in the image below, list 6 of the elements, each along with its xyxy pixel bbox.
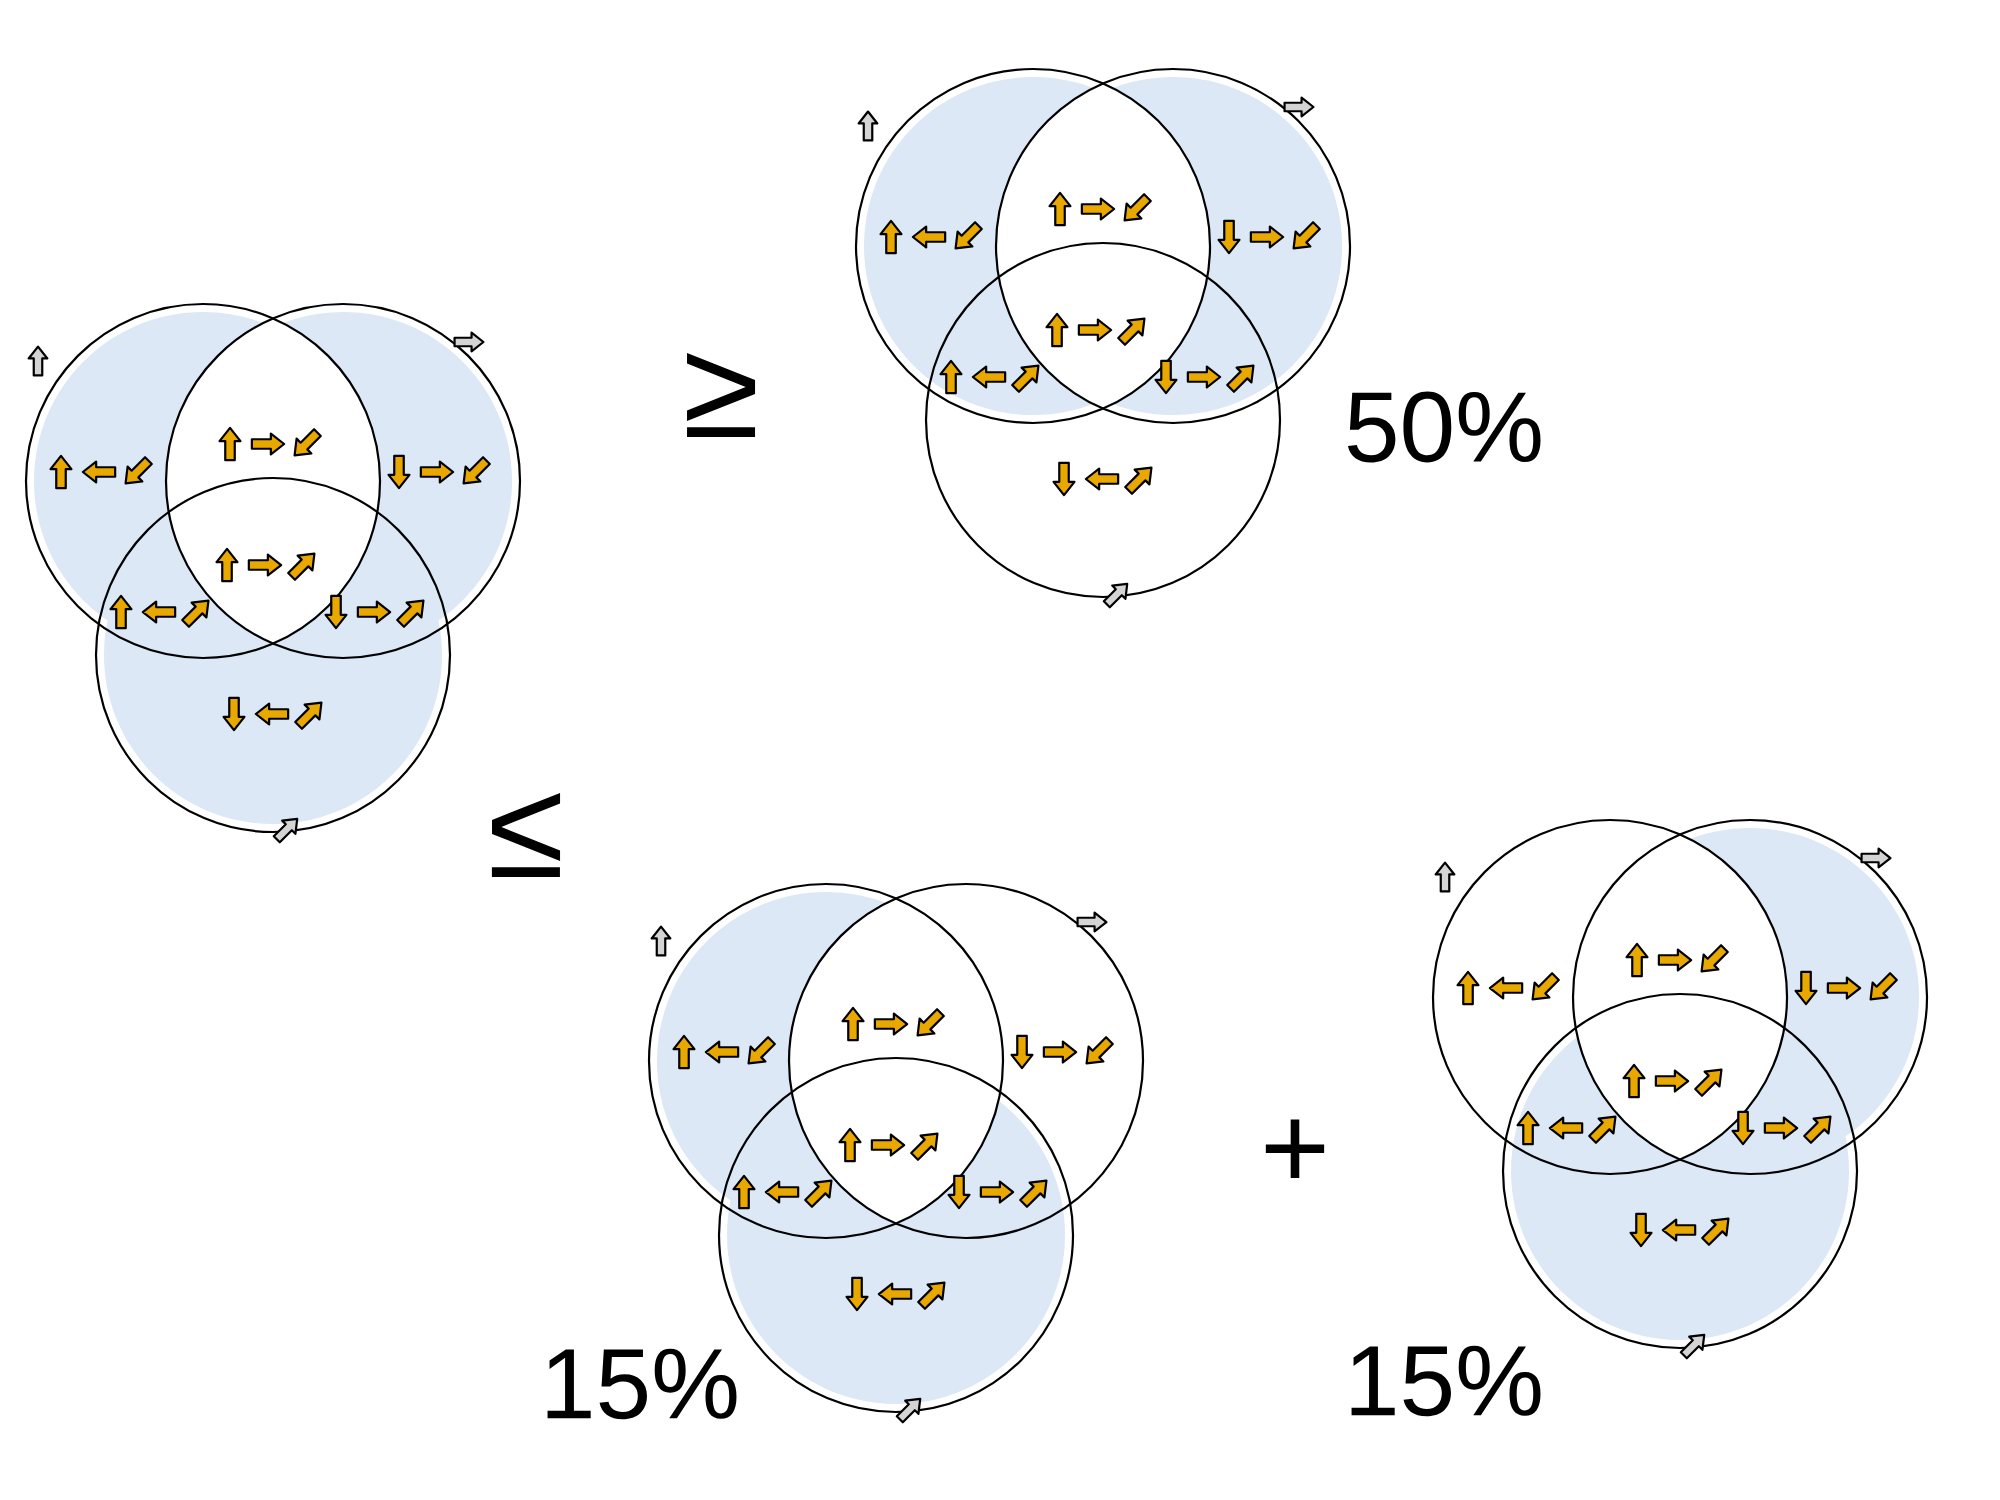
plus-sign: + <box>1265 1119 1325 1179</box>
percentage-label: 15% <box>547 1348 737 1420</box>
percentage-label: 50% <box>1347 391 1541 463</box>
comparison-sign: ≤ <box>491 792 561 878</box>
comparison-sign: ≥ <box>687 352 756 438</box>
percentage-label: 15% <box>1351 1345 1541 1417</box>
